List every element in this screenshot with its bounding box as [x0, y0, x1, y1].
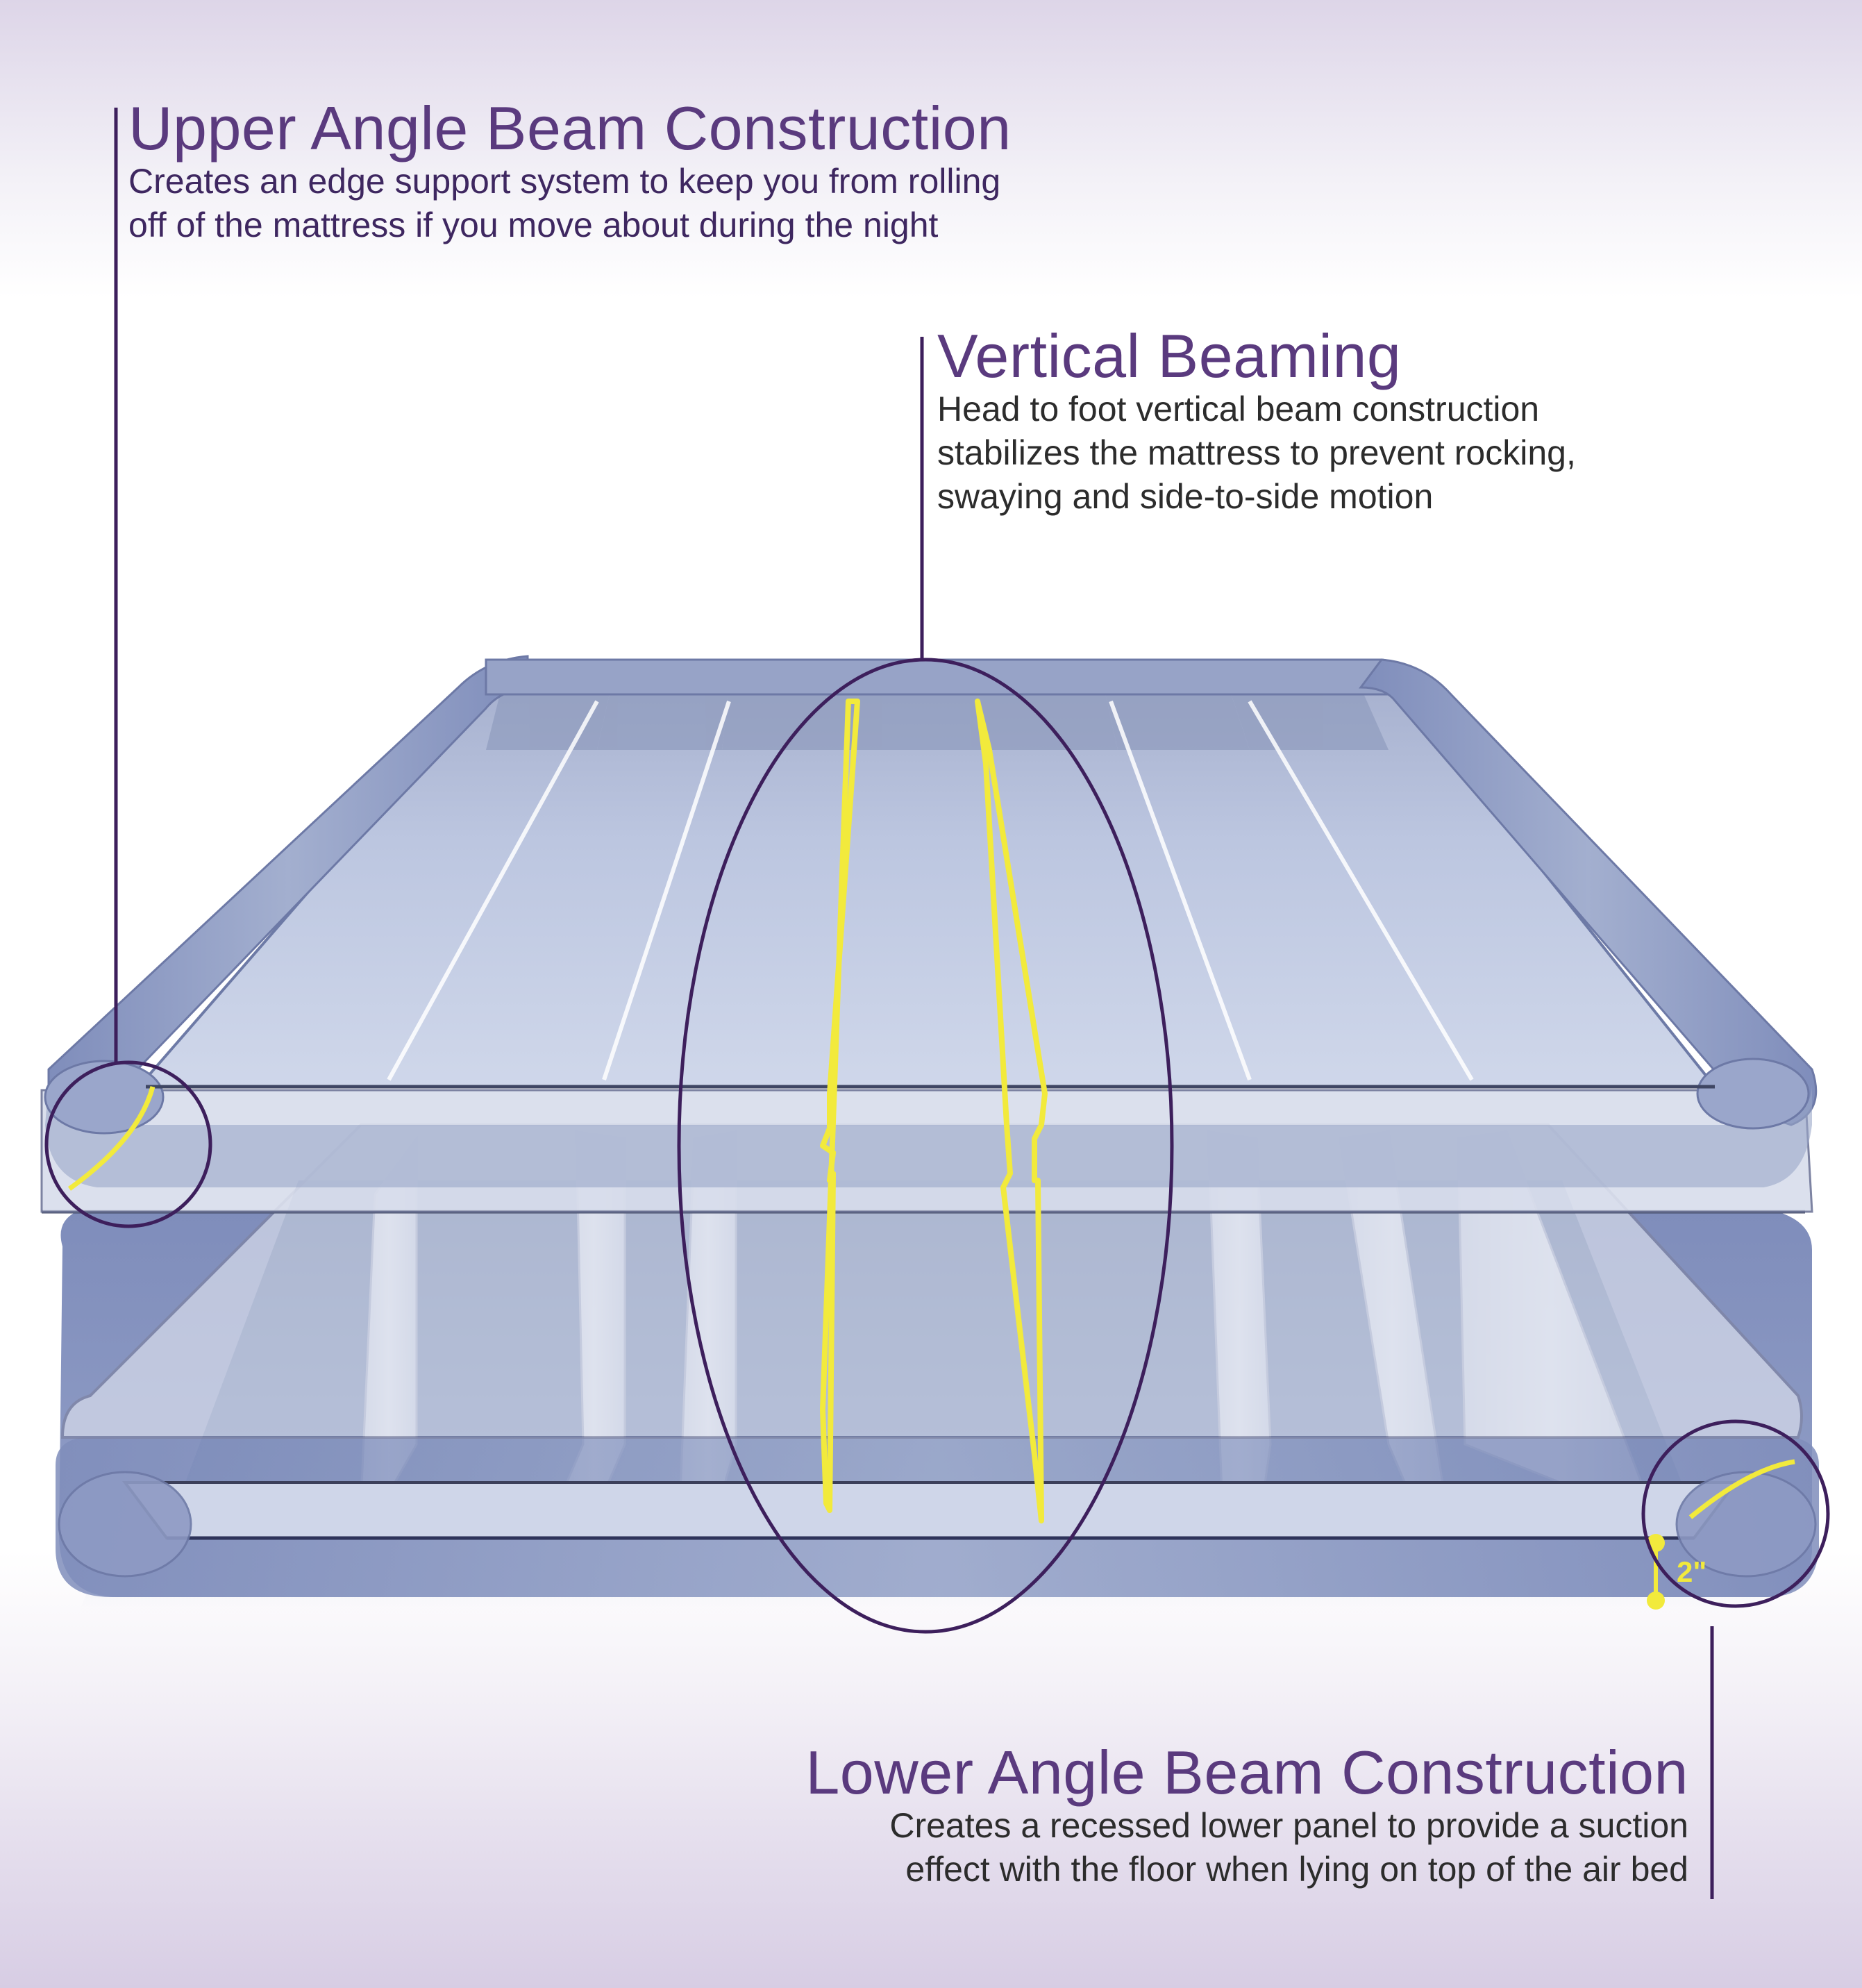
upper-rail-right [1359, 658, 1818, 1126]
lower-angle-title: Lower Angle Beam Construction [805, 1738, 1688, 1807]
upper-angle-title: Upper Angle Beam Construction [128, 94, 1012, 162]
upper-rail-left-end [44, 1060, 165, 1135]
vertical-beaming-desc-line1: Head to foot vertical beam construction [937, 389, 1540, 428]
measurement-label: 2" [1677, 1555, 1706, 1588]
vertical-callout-ellipse [677, 658, 1174, 1634]
top-beam-lines [387, 700, 1474, 1081]
upper-angle-desc-line1: Creates an edge support system to keep y… [128, 161, 1001, 201]
upper-callout-circle [44, 1060, 212, 1228]
vertical-beam-highlight [820, 699, 1048, 1523]
vertical-beaming-desc-line3: swaying and side-to-side motion [937, 476, 1434, 516]
vertical-beaming-callout: Vertical Beaming Head to foot vertical b… [937, 325, 1576, 519]
lower-angle-highlight [1688, 1459, 1795, 1519]
lower-callout-circle [1641, 1419, 1830, 1608]
lower-angle-desc-line2: effect with the floor when lying on top … [905, 1849, 1688, 1889]
lower-angle-desc-line1: Creates a recessed lower panel to provid… [889, 1805, 1688, 1845]
vertical-beaming-desc-line2: stabilizes the mattress to prevent rocki… [937, 433, 1576, 472]
upper-angle-callout: Upper Angle Beam Construction Creates an… [128, 97, 1012, 247]
lower-panel [122, 1481, 1738, 1539]
lower-rail-left-end [58, 1471, 192, 1578]
upper-angle-desc-line2: off of the mattress if you move about du… [128, 205, 939, 244]
upper-rail-right-end [1696, 1058, 1810, 1130]
lower-angle-callout: Lower Angle Beam Construction Creates a … [805, 1741, 1688, 1891]
upper-rail-back [485, 658, 1411, 696]
vertical-beaming-title: Vertical Beaming [937, 321, 1402, 390]
upper-rail-front [45, 1083, 1812, 1187]
upper-angle-highlight [67, 1086, 156, 1191]
